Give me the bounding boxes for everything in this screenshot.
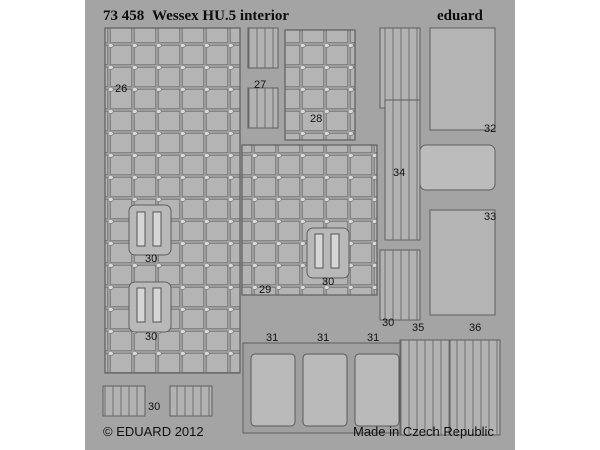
part-label: 30 [322, 276, 335, 288]
brand-name: eduard [437, 8, 483, 24]
part-label: 31 [266, 332, 279, 344]
part-label: 27 [254, 79, 267, 91]
part-label: 30 [148, 401, 161, 413]
part-label: 32 [484, 123, 497, 135]
part-label: 30 [382, 317, 395, 329]
parts-35-36 [399, 339, 501, 436]
part-label: 28 [310, 113, 323, 125]
fret-parts-drawing [102, 27, 501, 436]
parts-32-33 [429, 27, 496, 316]
part-27 [247, 27, 279, 129]
part-label: 29 [259, 284, 272, 296]
seat-belts-30 [102, 27, 421, 417]
part-label: 34 [393, 167, 406, 179]
part-label: 26 [115, 83, 128, 95]
part-label: 30 [145, 253, 158, 265]
part-label: 31 [367, 332, 380, 344]
panels-31 [242, 342, 416, 434]
part-label: 30 [145, 331, 158, 343]
part-34 [384, 99, 496, 241]
copyright-text: © EDUARD 2012 [103, 424, 204, 439]
country-of-origin: Made in Czech Republic [353, 424, 494, 439]
sheet-title: Wessex HU.5 interior [152, 8, 290, 24]
part-label: 36 [469, 322, 482, 334]
floor-panel-26 [104, 27, 241, 374]
part-label: 33 [484, 211, 497, 223]
photo-etch-fret [85, 0, 515, 450]
part-label: 31 [317, 332, 330, 344]
product-number: 73 458 [103, 8, 145, 24]
part-label: 35 [412, 322, 425, 334]
